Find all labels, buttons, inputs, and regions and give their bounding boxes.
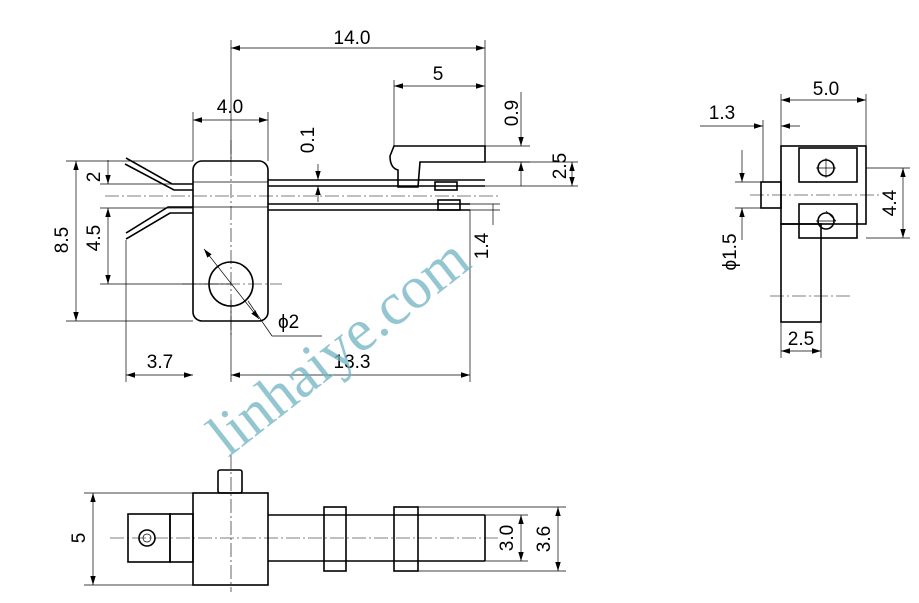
dim-terminal-reach: 3.7 bbox=[147, 352, 173, 373]
dim-pin-diameter: ϕ1.5 bbox=[720, 233, 741, 270]
end-body bbox=[780, 145, 867, 225]
bottom-collar bbox=[323, 506, 347, 572]
terminal-lower bbox=[125, 206, 193, 234]
lower-contact bbox=[798, 203, 858, 239]
front-view: 14.0 5 4.0 0.9 0.1 2.5 2 8.5 4.5 1.4 ϕ2 … bbox=[52, 28, 578, 382]
dim-bottom-height: 5 bbox=[69, 533, 90, 544]
terminal-upper bbox=[125, 157, 193, 185]
dim-end-height: 4.4 bbox=[880, 189, 901, 216]
dim-lever-offset: 1.4 bbox=[472, 232, 493, 259]
upper-contact bbox=[798, 147, 858, 183]
dim-end-width: 5.0 bbox=[813, 79, 839, 100]
dim-tip-width: 3.6 bbox=[534, 526, 555, 552]
actuator bbox=[389, 145, 486, 188]
watermark-text: linhaiye.com bbox=[195, 224, 481, 468]
bottom-body bbox=[192, 492, 269, 586]
bottom-pin bbox=[217, 469, 243, 494]
dim-terminal-offset: 4.5 bbox=[84, 225, 105, 251]
dim-actuator-height: 0.9 bbox=[502, 100, 523, 126]
bottom-view: 5 3.0 3.6 bbox=[69, 455, 566, 592]
dim-pin-offset: 1.3 bbox=[709, 103, 735, 124]
dim-body-width: 4.0 bbox=[217, 97, 243, 118]
dim-overall-height: 8.5 bbox=[52, 227, 73, 253]
bottom-actuator bbox=[393, 506, 419, 572]
dim-hole-to-tip: 13.3 bbox=[334, 352, 371, 373]
dim-gap: 0.1 bbox=[298, 127, 319, 153]
dim-actuator-width: 5 bbox=[433, 64, 444, 85]
end-view: 5.0 1.3 4.4 ϕ1.5 2.5 bbox=[700, 79, 910, 358]
switch-body bbox=[192, 160, 269, 322]
dim-actuator-drop: 2.5 bbox=[550, 153, 571, 179]
dim-overall-length: 14.0 bbox=[334, 28, 371, 49]
dim-lever-width: 3.0 bbox=[497, 525, 518, 551]
dim-hole-diameter: ϕ2 bbox=[278, 312, 299, 333]
dim-terminal-pitch: 2 bbox=[84, 172, 105, 183]
dim-base-width: 2.5 bbox=[788, 329, 814, 350]
